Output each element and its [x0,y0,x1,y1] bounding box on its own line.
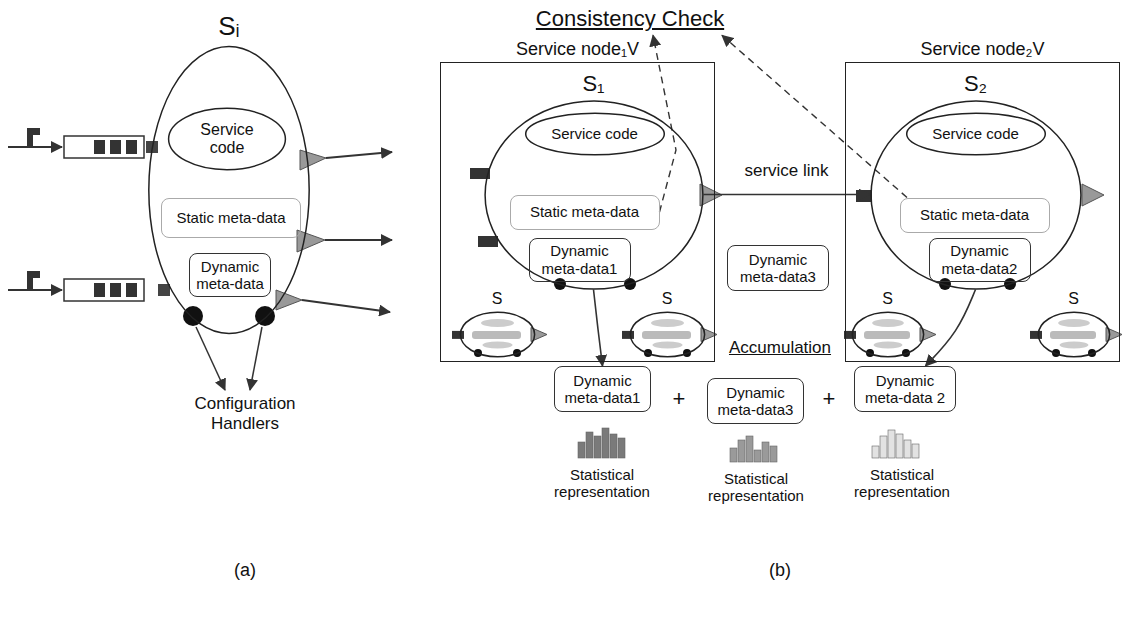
service-port [470,168,722,290]
static-metadata: Static meta-data [510,195,660,230]
node-label: Dynamic meta-data 2 [860,372,950,407]
service-oval: S₂Service codeStatic meta-dataDynamic me… [870,100,1082,290]
node-heading: Service node₁V [516,39,639,60]
sub-service-detail [452,319,547,357]
node-heading: S [662,290,673,308]
node-label: Dynamic meta-data3 [713,384,798,419]
histogram-caption: Statistical representation [847,466,957,501]
output-port [276,150,326,310]
dynamic-metadata: Dynamic meta-data2 [929,238,1031,282]
sub-service-oval: S [852,312,924,357]
config-handler [183,306,275,390]
histogram [872,430,919,458]
node-label: Consistency Check [536,6,724,31]
sub-service-oval: S [630,312,705,357]
node-heading: S [882,290,893,308]
histogram [730,436,777,462]
output-arrow [302,152,392,312]
edge-label: service link [741,161,831,181]
node-label: Static meta-data [530,203,639,220]
dynamic-metadata: Dynamic meta-data 2 [854,366,956,412]
plus-sign: + [819,386,839,411]
sub-service-oval: S [1038,312,1110,357]
node-heading: Service node₂V [920,39,1044,60]
oval-outline [852,312,924,357]
histogram-caption: Statistical representation [547,466,657,501]
input-queue [8,128,158,158]
sub-service-oval: S [460,312,535,357]
dynamic-metadata: Dynamic meta-data3 [707,378,804,424]
dynamic-metadata: Dynamic meta-data3 [727,245,829,291]
check-title: Consistency Check [515,2,745,35]
histogram-caption: Statistical representation [701,470,811,505]
input-queue [8,271,170,301]
node-heading: S₁ [582,71,604,96]
node-heading: S₂ [964,71,987,96]
service-oval: S₁Service codeStatic meta-dataDynamic me… [484,100,704,290]
service-port [856,184,1104,290]
panel-label: (a) [220,560,270,581]
service-code: Service code [906,113,1046,155]
node-label: Dynamic meta-data3 [733,251,823,286]
node-label: Service code [932,125,1019,142]
panel-label: (b) [755,560,805,581]
service-code: Service code [525,113,665,155]
static-metadata: Static meta-data [900,198,1050,233]
flow-arrow [925,290,975,367]
dynamic-metadata: Dynamic meta-data1 [529,238,631,282]
plus-sign: + [669,386,689,411]
service-oval: SᵢService codeStatic meta-dataDynamic me… [148,45,310,335]
sub-service-detail [622,319,717,357]
node-label: Dynamic meta-data [195,258,265,293]
node-heading: S [492,290,503,308]
dynamic-metadata: Dynamic meta-data1 [554,366,651,412]
node-label: Dynamic meta-data2 [935,242,1025,277]
node-label: Service code [551,125,638,142]
node-label: Dynamic meta-data1 [560,372,645,407]
service-node-box: Service node₂VS₂Service codeStatic meta-… [845,62,1120,362]
service-node-box: Service node₁VS₁Service codeStatic meta-… [440,62,715,362]
flow-arrow [594,290,603,367]
node-label: Static meta-data [920,206,1029,223]
node-heading: Sᵢ [218,12,239,42]
static-metadata: Static meta-data [161,198,301,238]
check-link [722,35,907,197]
oval-outline [630,312,705,357]
handler-label: Configuration Handlers [170,394,320,433]
node-label: Service code [187,121,267,158]
node-label: Static meta-data [176,209,285,226]
service-code: Service code [168,108,286,170]
node-heading: S [1068,290,1079,308]
oval-outline [1038,312,1110,357]
oval-outline [460,312,535,357]
dynamic-metadata: Dynamic meta-data [189,253,271,297]
accumulation-label: Accumulation [720,338,840,358]
histogram [578,428,625,458]
node-label: Dynamic meta-data1 [535,242,625,277]
